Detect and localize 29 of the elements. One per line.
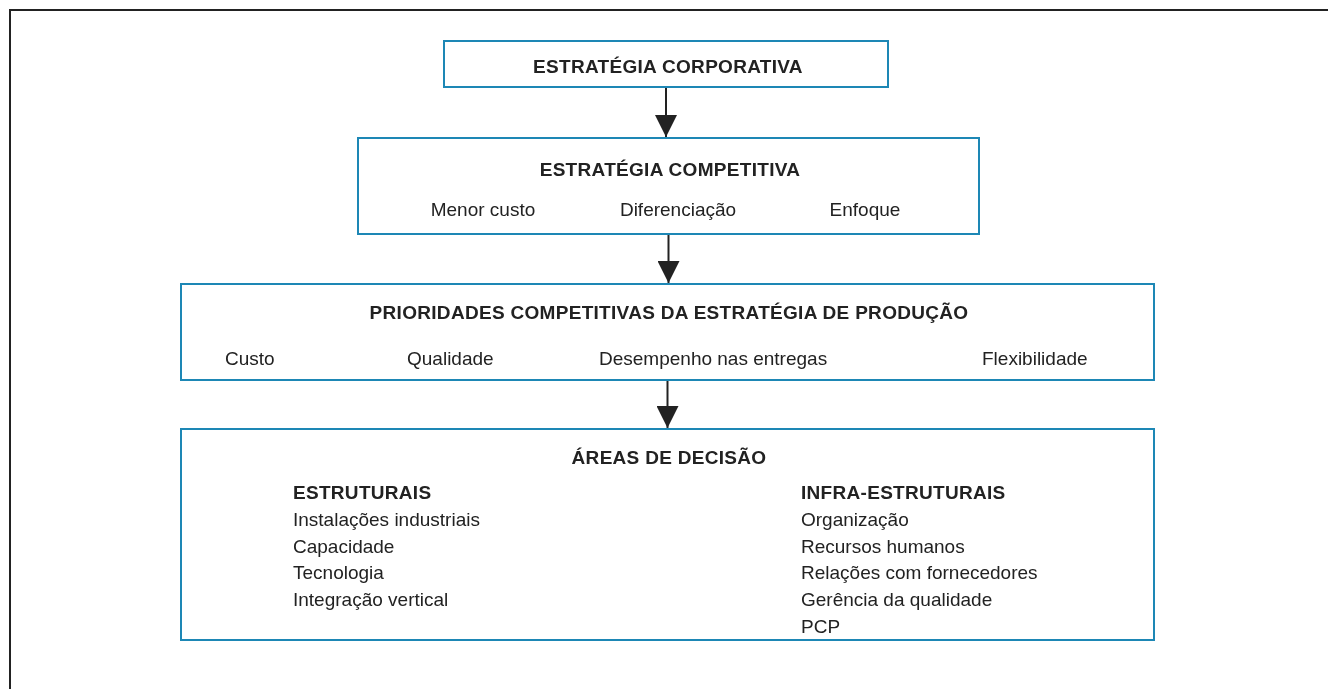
arrow (655, 87, 677, 138)
subheading: ESTRUTURAIS (293, 483, 432, 502)
item-label: Diferenciação (619, 200, 737, 219)
item-label: Recursos humanos (801, 537, 965, 556)
heading: ÁREAS DE DECISÃO (571, 448, 767, 467)
item-label: Menor custo (430, 200, 536, 219)
item-label: Flexibilidade (982, 349, 1088, 368)
item-label: Custo (225, 349, 275, 368)
heading: PRIORIDADES COMPETITIVAS DA ESTRATÉGIA DE PRODUÇÃO (369, 303, 969, 322)
item-label: Tecnologia (293, 563, 384, 582)
item-label: Qualidade (407, 349, 494, 368)
item-label: Organização (801, 510, 909, 529)
item-label: Integração vertical (293, 590, 449, 609)
priorities-box (180, 283, 1155, 381)
competitive-strategy-box (357, 137, 980, 235)
item-label: PCP (801, 617, 841, 636)
item-label: Enfoque (829, 200, 901, 219)
corporate-strategy-box (443, 40, 889, 88)
arrow (657, 234, 680, 284)
item-label: Gerência da qualidade (801, 590, 993, 609)
decision-areas-box (180, 428, 1155, 641)
item-label: Desempenho nas entregas (599, 349, 828, 368)
item-label: Relações com fornecedores (801, 563, 1038, 582)
heading: ESTRATÉGIA COMPETITIVA (539, 160, 801, 179)
item-label: Capacidade (293, 537, 395, 556)
heading: ESTRATÉGIA CORPORATIVA (533, 57, 803, 76)
subheading: INFRA-ESTRUTURAIS (801, 483, 1006, 502)
item-label: Instalações industriais (293, 510, 480, 529)
arrow (656, 380, 679, 429)
